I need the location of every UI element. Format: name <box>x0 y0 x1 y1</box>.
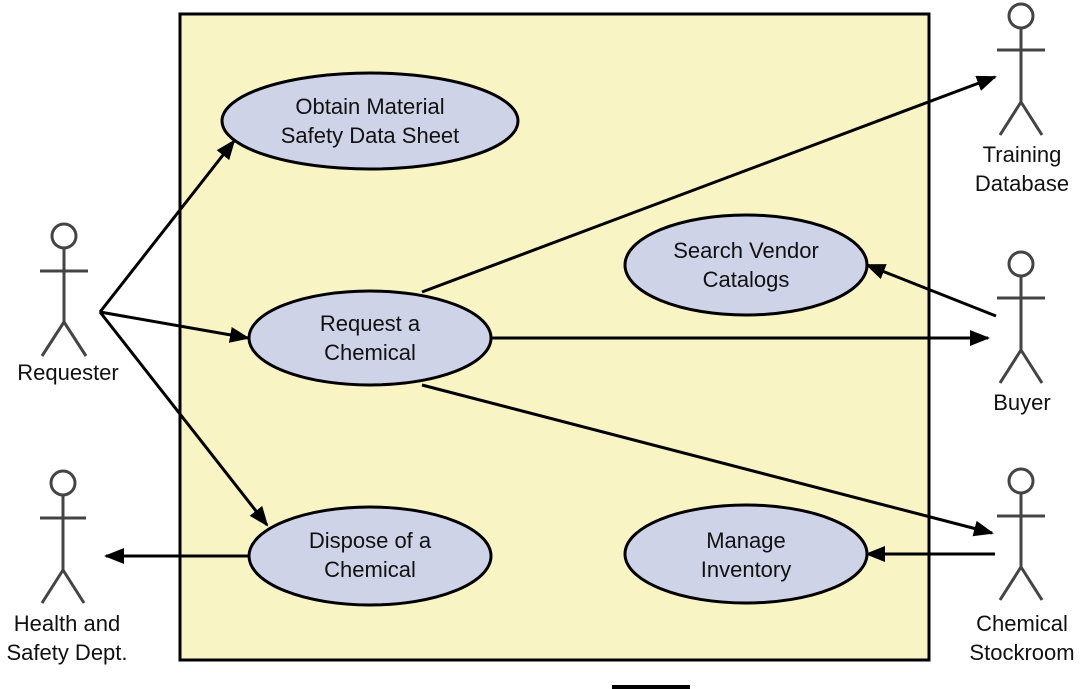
actor-right-leg <box>1019 349 1044 384</box>
use-case-obtain-msds[interactable]: Obtain Material Safety Data Sheet <box>220 71 520 171</box>
use-case-shape <box>247 289 493 387</box>
actor-label-line1: Training <box>983 142 1062 167</box>
actor-left-leg <box>40 569 65 604</box>
actor-requester[interactable]: Requester <box>17 222 119 385</box>
actor-label-line2: Database <box>975 171 1069 196</box>
association-request-chemical-to-stockroom <box>421 383 994 537</box>
actor-left-leg <box>998 349 1023 384</box>
actor-head <box>1007 2 1035 30</box>
actor-right-leg <box>1019 101 1044 136</box>
use-case-label-line2: Chemical <box>324 557 416 582</box>
use-case-label-line1: Dispose of a <box>309 528 432 553</box>
use-case-shape <box>623 503 869 605</box>
use-case-dispose-chemical[interactable]: Dispose of a Chemical <box>247 505 493 607</box>
use-case-label-line2: Catalogs <box>703 267 790 292</box>
use-case-label-line2: Safety Data Sheet <box>281 123 460 148</box>
actor-health-safety-dept[interactable]: Health and Safety Dept. <box>6 469 128 665</box>
association-request-chemical-to-training-database <box>421 75 997 294</box>
use-case-manage-inventory[interactable]: Manage Inventory <box>623 503 869 605</box>
actor-left-leg <box>998 566 1023 601</box>
actor-training-database[interactable]: Training Database <box>975 2 1069 196</box>
actor-label-line2: Stockroom <box>969 640 1074 665</box>
use-case-label-line2: Chemical <box>324 340 416 365</box>
actor-label-line1: Buyer <box>993 390 1050 415</box>
use-case-request-chemical[interactable]: Request a Chemical <box>247 289 493 387</box>
use-case-label-line2: Inventory <box>701 557 792 582</box>
use-case-shape <box>623 213 869 317</box>
actor-right-leg <box>62 321 88 357</box>
actor-label-line2: Safety Dept. <box>6 640 127 665</box>
actor-label-line1: Chemical <box>976 611 1068 636</box>
actor-left-leg <box>998 101 1023 136</box>
actor-left-leg <box>40 321 66 357</box>
use-case-shape <box>220 71 520 171</box>
use-case-label-line1: Manage <box>706 528 786 553</box>
use-case-label-line1: Search Vendor <box>673 238 819 263</box>
association-requester-to-dispose-chemical <box>98 311 269 527</box>
use-case-search-catalogs[interactable]: Search Vendor Catalogs <box>623 213 869 317</box>
actor-head <box>1007 250 1035 278</box>
actor-right-leg <box>61 569 86 604</box>
association-requester-to-obtain-msds <box>98 139 236 313</box>
use-case-shape <box>247 505 493 607</box>
actor-head <box>1007 467 1035 495</box>
use-case-label-line1: Obtain Material <box>295 94 444 119</box>
actor-label-line1: Health and <box>14 611 120 636</box>
bottom-edge-bar <box>612 685 690 689</box>
actor-chemical-stockroom[interactable]: Chemical Stockroom <box>969 467 1075 665</box>
actor-head <box>50 222 78 250</box>
use-case-label-line1: Request a <box>320 311 421 336</box>
actor-head <box>49 469 77 497</box>
association-requester-to-request-chemical <box>99 310 250 343</box>
association-buyer-to-search-catalogs <box>865 263 997 318</box>
actor-buyer[interactable]: Buyer <box>993 250 1051 415</box>
actor-right-leg <box>1019 566 1044 601</box>
actor-label-line1: Requester <box>17 360 119 385</box>
associations <box>98 75 997 564</box>
